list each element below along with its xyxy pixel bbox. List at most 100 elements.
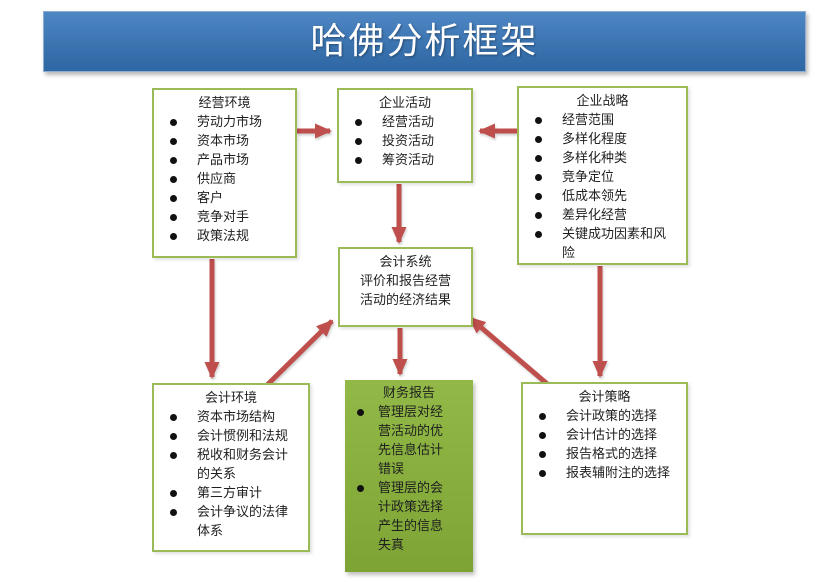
node-financial-report: 财务报告 管理层对经营活动的优先信息估计错误 管理层的会计政策选择产生的信息失真 — [345, 380, 473, 572]
list-item: 产品市场 — [166, 151, 289, 170]
list-item: 客户 — [166, 189, 289, 208]
list-item-text: 竞争定位 — [562, 170, 615, 185]
node-accounting-strategy: 会计策略 会计政策的选择 会计估计的选择 报告格式的选择 报表辅附注的选择 — [521, 382, 688, 535]
title-banner: 哈佛分析框架 — [43, 11, 806, 72]
list-item-text: 多样化程度 — [562, 132, 628, 147]
list-item: 筹资活动 — [351, 151, 465, 170]
bullet-icon — [357, 485, 364, 492]
bullet-icon — [170, 433, 177, 440]
bullet-icon — [539, 470, 546, 477]
list-item-text: 供应商 — [197, 172, 237, 187]
node-item-list: 经营范围 多样化程度 多样化种类 竞争定位 低成本领先 差异化经营 关键成功因素… — [519, 111, 686, 263]
node-item-list: 劳动力市场 资本市场 产品市场 供应商 客户 竞争对手 政策法规 — [154, 113, 295, 246]
node-title: 会计环境 — [204, 391, 257, 406]
node-business-activities: 企业活动 经营活动 投资活动 筹资活动 — [337, 88, 473, 183]
bullet-icon — [539, 413, 546, 420]
bullet-icon — [170, 176, 177, 183]
list-item-text: 管理层对经营活动的优先信息估计错误 — [378, 405, 444, 477]
list-item-text: 产品市场 — [197, 153, 250, 168]
list-item: 竞争定位 — [531, 168, 680, 187]
list-item-text: 投资活动 — [382, 134, 435, 149]
list-item: 多样化种类 — [531, 149, 680, 168]
bullet-icon — [170, 119, 177, 126]
list-item-text: 税收和财务会计的关系 — [197, 448, 289, 482]
list-item-text: 会计惯例和法规 — [197, 429, 289, 444]
bullet-icon — [539, 432, 546, 439]
list-item-text: 劳动力市场 — [197, 115, 263, 130]
bullet-icon — [535, 231, 542, 238]
bullet-icon — [535, 136, 542, 143]
list-item: 管理层的会计政策选择产生的信息失真 — [353, 479, 467, 555]
bullet-icon — [535, 193, 542, 200]
list-item-text: 管理层的会计政策选择产生的信息失真 — [378, 481, 444, 553]
node-title: 会计策略 — [578, 390, 631, 405]
list-item-text: 第三方审计 — [197, 486, 263, 501]
list-item: 税收和财务会计的关系 — [166, 446, 302, 484]
bullet-icon — [170, 214, 177, 221]
bullet-icon — [170, 138, 177, 145]
node-title: 企业活动 — [378, 96, 431, 111]
list-item-text: 资本市场 — [197, 134, 250, 149]
bullet-icon — [170, 233, 177, 240]
bullet-icon — [535, 117, 542, 124]
list-item-text: 政策法规 — [197, 229, 250, 244]
list-item: 经营活动 — [351, 113, 465, 132]
bullet-icon — [535, 155, 542, 162]
list-item-text: 筹资活动 — [382, 153, 435, 168]
list-item: 管理层对经营活动的优先信息估计错误 — [353, 403, 467, 479]
bullet-icon — [539, 451, 546, 458]
node-title: 会计系统 — [379, 255, 432, 270]
list-item: 第三方审计 — [166, 484, 302, 503]
list-item: 政策法规 — [166, 227, 289, 246]
node-corporate-strategy: 企业战略 经营范围 多样化程度 多样化种类 竞争定位 低成本领先 差异化经营 关… — [517, 86, 688, 265]
list-item-text: 关键成功因素和风险 — [562, 227, 667, 261]
list-item-text: 多样化种类 — [562, 151, 628, 166]
node-operating-environment: 经营环境 劳动力市场 资本市场 产品市场 供应商 客户 竞争对手 政策法规 — [152, 88, 297, 258]
bullet-icon — [170, 157, 177, 164]
list-item: 差异化经营 — [531, 206, 680, 225]
bullet-icon — [170, 195, 177, 202]
bullet-icon — [535, 212, 542, 219]
bullet-icon — [355, 157, 362, 164]
list-item-text: 会计争议的法律体系 — [197, 505, 289, 539]
list-item: 经营范围 — [531, 111, 680, 130]
node-accounting-system: 会计系统 评价和报告经营活动的经济结果 — [338, 247, 473, 327]
list-item: 供应商 — [166, 170, 289, 189]
list-item: 报告格式的选择 — [535, 445, 680, 464]
arrow-accounting-strategy-to-accounting-system — [468, 316, 554, 390]
list-item: 报表辅附注的选择 — [535, 464, 680, 483]
node-item-list: 资本市场结构 会计惯例和法规 税收和财务会计的关系 第三方审计 会计争议的法律体… — [154, 408, 308, 541]
list-item: 会计政策的选择 — [535, 407, 680, 426]
list-item-text: 会计政策的选择 — [566, 409, 658, 424]
list-item: 投资活动 — [351, 132, 465, 151]
list-item: 劳动力市场 — [166, 113, 289, 132]
list-item-text: 竞争对手 — [197, 210, 250, 225]
bullet-icon — [170, 490, 177, 497]
bullet-icon — [357, 409, 364, 416]
list-item: 低成本领先 — [531, 187, 680, 206]
list-item-text: 会计估计的选择 — [566, 428, 658, 443]
bullet-icon — [170, 509, 177, 516]
node-title: 财务报告 — [382, 386, 435, 401]
list-item-text: 经营活动 — [382, 115, 435, 130]
node-title: 企业战略 — [576, 94, 629, 109]
node-title: 经营环境 — [198, 96, 251, 111]
list-item: 资本市场 — [166, 132, 289, 151]
list-item-text: 差异化经营 — [562, 208, 628, 223]
list-item-text: 低成本领先 — [562, 189, 628, 204]
list-item: 会计估计的选择 — [535, 426, 680, 445]
node-item-list: 会计政策的选择 会计估计的选择 报告格式的选择 报表辅附注的选择 — [523, 407, 686, 483]
list-item: 资本市场结构 — [166, 408, 302, 427]
list-item: 关键成功因素和风险 — [531, 225, 680, 263]
bullet-icon — [535, 174, 542, 181]
list-item-text: 经营范围 — [562, 113, 615, 128]
bullet-icon — [355, 138, 362, 145]
list-item: 多样化程度 — [531, 130, 680, 149]
list-item-text: 资本市场结构 — [197, 410, 276, 425]
list-item-text: 报表辅附注的选择 — [566, 466, 671, 481]
list-item: 会计争议的法律体系 — [166, 503, 302, 541]
node-item-list: 管理层对经营活动的优先信息估计错误 管理层的会计政策选择产生的信息失真 — [345, 403, 473, 555]
node-accounting-environment: 会计环境 资本市场结构 会计惯例和法规 税收和财务会计的关系 第三方审计 会计争… — [152, 383, 310, 552]
list-item: 会计惯例和法规 — [166, 427, 302, 446]
